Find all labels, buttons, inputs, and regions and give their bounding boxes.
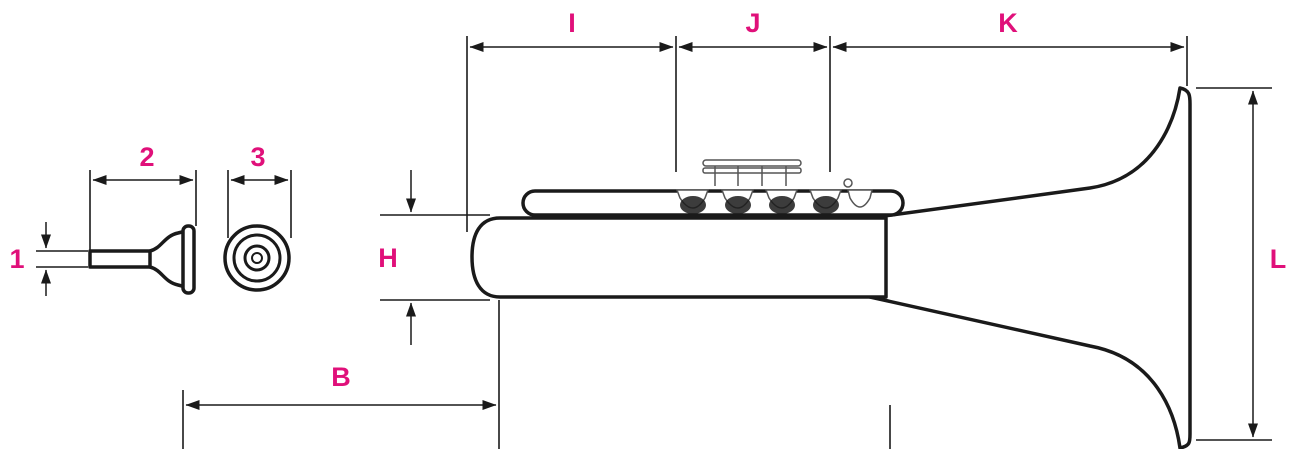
instrument-body (470, 86, 1192, 449)
extension-lines (36, 36, 1272, 449)
label-h: H (378, 243, 398, 273)
dimension-labels: I J K L H B 2 3 1 (9, 8, 1286, 392)
label-2: 2 (139, 142, 154, 172)
label-j: J (745, 8, 760, 38)
label-i: I (568, 8, 576, 38)
label-k: K (998, 8, 1018, 38)
valve-cluster (675, 159, 873, 214)
mouthpiece-side-view (88, 224, 196, 295)
dimension-arrows (41, 42, 1258, 438)
label-1: 1 (9, 244, 24, 274)
label-b: B (331, 362, 351, 392)
mouthpiece-front-view (223, 224, 291, 292)
label-3: 3 (250, 142, 265, 172)
label-l: L (1270, 244, 1287, 274)
